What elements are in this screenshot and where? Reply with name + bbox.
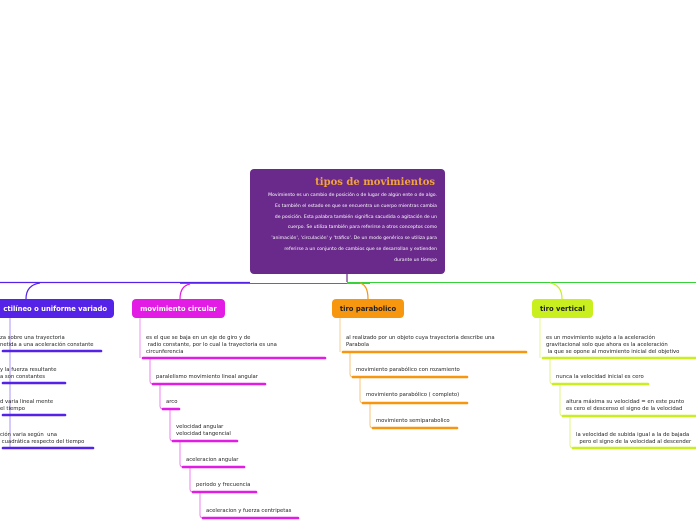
leaf-rectilineo-varia-linealmente[interactable]: d varia lineal mente el tiempo <box>0 399 54 412</box>
central-description-line: referirse a un conjunto de cambios que s… <box>284 246 437 252</box>
leaf-rectilineo-trayectoria[interactable]: za sobre una trayectoria netida a una ac… <box>0 335 94 348</box>
connector-drop-orange <box>359 282 369 300</box>
branch-rectilineo-uniforme-variado[interactable]: ctilíneo o uniforme variado <box>0 299 114 318</box>
central-description-line: Movimiento es un cambio de posición o de… <box>268 193 437 198</box>
underline-vertical-2-hook <box>549 358 554 385</box>
leaf-parabolico-definicion[interactable]: al realizado por un objeto cuya trayecto… <box>346 335 495 348</box>
underline-circular-6-hook <box>189 467 194 493</box>
central-description-line: durante un tiempo <box>394 257 437 263</box>
branch-tiro-vertical[interactable]: tiro vertical <box>532 299 593 318</box>
underline-parabolico-2-hook <box>349 352 354 378</box>
branch-movimiento-circular[interactable]: movimiento circular <box>132 299 225 318</box>
leaf-circular-fuerza-centripeta[interactable]: aceleracion y fuerza centripetas <box>206 508 292 514</box>
underline-parabolico-4-hook <box>369 403 374 429</box>
underline-circular-7-hook <box>199 492 204 519</box>
underline-circular-2-hook <box>149 358 154 385</box>
leaf-circular-velocidad[interactable]: velocidad angular velocidad tangencial <box>176 424 231 437</box>
leaf-circular-paralelismo[interactable]: paralelismo movimiento lineal angular <box>156 374 258 380</box>
central-description-line: de posición. Esta palabra también signif… <box>274 214 437 220</box>
central-description-line: Es también el estado en que se encuentra… <box>275 203 437 209</box>
leaf-circular-arco[interactable]: arco <box>166 399 178 405</box>
leaf-parabolico-completo[interactable]: movimiento parabólico ( completo) <box>366 392 460 398</box>
central-topic-description: Movimiento es un cambio de posición o de… <box>258 191 437 267</box>
connector-drop-lime <box>549 282 563 300</box>
leaf-rectilineo-cuadratica[interactable]: ción varia según una cuadrática respecto… <box>0 432 85 445</box>
leaf-vertical-altura-maxima[interactable]: altura máxima su velocidad = en este pun… <box>566 399 685 412</box>
branch-tiro-parabolico[interactable]: tiro parabolico <box>332 299 404 318</box>
leaf-rectilineo-fuerza-resultante[interactable]: y la fuerza resultante a son constantes <box>0 367 57 380</box>
central-description-line: cuerpo. Se utiliza también para referirs… <box>287 225 437 231</box>
central-description-line: 'animación', 'circulación' y 'tráfico'. … <box>271 236 437 242</box>
connector-drop-magenta <box>179 283 191 300</box>
underline-circular-4-hook <box>169 409 174 442</box>
underline-circular-3-hook <box>159 384 164 410</box>
leaf-circular-definicion[interactable]: es el que se baja en un eje de giro y de… <box>146 335 277 355</box>
underline-circular-5-hook <box>179 441 184 468</box>
leaf-circular-aceleracion-angular[interactable]: aceleracion angular <box>186 457 239 463</box>
leaf-parabolico-rozamiento[interactable]: movimiento parabólico con rozamiento <box>356 367 460 373</box>
leaf-vertical-definicion[interactable]: es un movimiento sujeto a la aceleración… <box>546 335 680 355</box>
leaf-vertical-velocidad-inicial[interactable]: nunca la velocidad inicial es cero <box>556 374 644 380</box>
leaf-circular-periodo-frecuencia[interactable]: periodo y frecuencia <box>196 482 251 488</box>
central-topic-title: tipos de movimientos <box>315 177 435 188</box>
underline-vertical-3-hook <box>559 384 564 417</box>
connector-drop-blue <box>25 282 41 300</box>
leaf-parabolico-semiparabolico[interactable]: movimiento semiparabolico <box>376 418 450 424</box>
underline-vertical-4-hook <box>569 416 574 449</box>
central-topic[interactable]: tipos de movimientos Movimiento es un ca… <box>250 169 445 274</box>
underline-parabolico-3-hook <box>359 377 364 404</box>
leaf-vertical-subida-bajada[interactable]: la velocidad de subida igual a la de baj… <box>576 432 692 445</box>
